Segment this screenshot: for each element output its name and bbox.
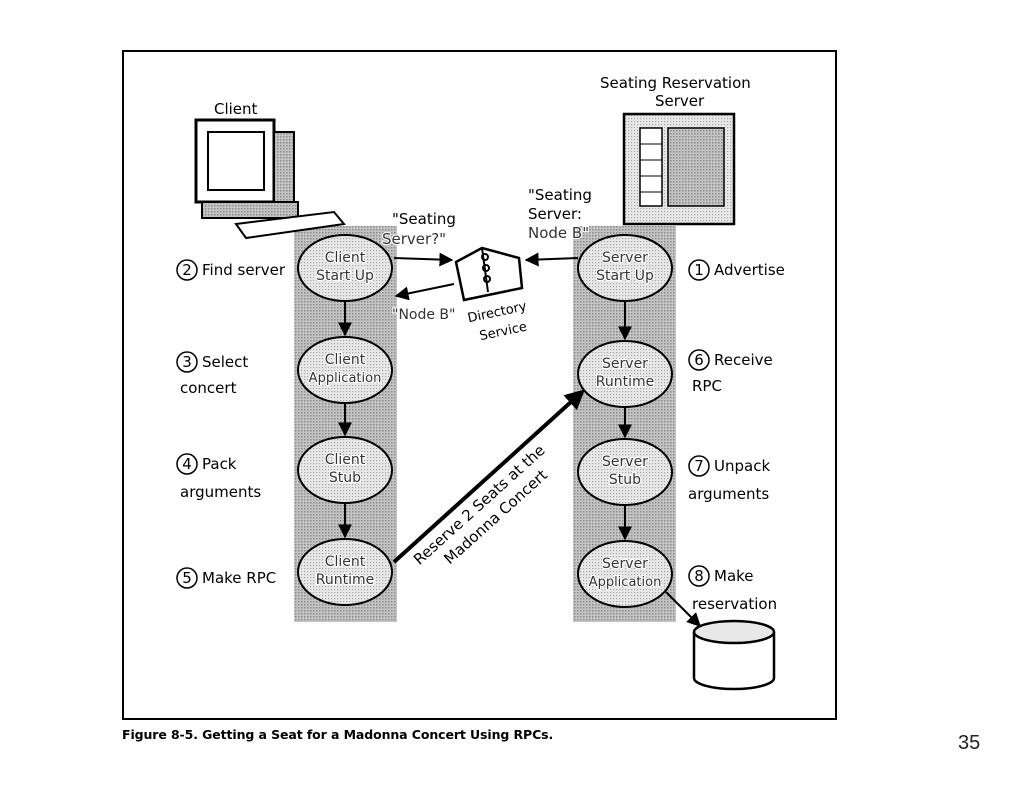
svg-text:Server: Server <box>602 356 648 372</box>
figure-frame: Client Seating Reservation Server Client… <box>122 50 837 720</box>
svg-text:Stub: Stub <box>329 470 361 486</box>
client-step-5: 5 Make RPC <box>176 567 276 589</box>
query-label-line2: Server?" <box>382 230 446 248</box>
directory-book-icon <box>454 246 524 302</box>
server-title-line2: Server <box>655 92 705 110</box>
reply-label: "Node B" <box>392 307 455 323</box>
rpc-diagram: Client Seating Reservation Server Client… <box>176 74 785 691</box>
directory-label-line2: Service <box>478 320 528 345</box>
svg-text:Application: Application <box>309 371 382 386</box>
svg-text:Start Up: Start Up <box>316 268 374 284</box>
client-step-2: 2 Find server <box>176 259 286 281</box>
svg-text:Server: Server <box>602 250 648 266</box>
server-node-stub: Server Stub <box>577 438 673 506</box>
advertise-label-line2: Server: <box>528 205 582 223</box>
page-number: 35 <box>958 732 981 754</box>
svg-text:concert: concert <box>180 379 237 397</box>
client-node-startup: Client Start Up <box>297 234 393 302</box>
server-tower-icon <box>622 112 736 226</box>
server-step-6: 6 Receive RPC <box>688 349 773 395</box>
svg-text:Stub: Stub <box>609 472 641 488</box>
svg-text:Make: Make <box>714 567 754 585</box>
svg-text:Advertise: Advertise <box>714 261 785 279</box>
server-step-1: 1 Advertise <box>688 259 785 281</box>
svg-text:6: 6 <box>694 351 704 369</box>
server-node-runtime: Server Runtime <box>577 340 673 408</box>
svg-text:2: 2 <box>182 261 192 279</box>
client-step-4: 4 Pack arguments <box>176 453 261 501</box>
svg-text:RPC: RPC <box>692 377 722 395</box>
svg-text:1: 1 <box>694 261 704 279</box>
svg-text:reservation: reservation <box>692 595 777 613</box>
server-title-line1: Seating Reservation <box>600 74 751 92</box>
svg-text:Server: Server <box>602 454 648 470</box>
svg-text:Make RPC: Make RPC <box>202 569 276 587</box>
svg-text:7: 7 <box>694 457 704 475</box>
client-title: Client <box>214 100 258 118</box>
server-node-startup: Server Start Up <box>577 234 673 302</box>
query-label-line1: "Seating <box>392 210 456 228</box>
client-node-application: Client Application <box>297 336 393 404</box>
svg-text:Start Up: Start Up <box>596 268 654 284</box>
svg-text:arguments: arguments <box>688 485 769 503</box>
client-node-stub: Client Stub <box>297 436 393 504</box>
svg-text:4: 4 <box>182 455 192 473</box>
advertise-label-line1: "Seating <box>528 186 592 204</box>
client-step-3: 3 Select concert <box>176 351 248 397</box>
server-step-8: 8 Make reservation <box>688 565 777 613</box>
svg-text:Find server: Find server <box>202 261 286 279</box>
svg-text:8: 8 <box>694 567 704 585</box>
rpc-arrow <box>392 389 585 564</box>
reply-arrow <box>394 283 455 301</box>
svg-text:Select: Select <box>202 353 248 371</box>
svg-text:3: 3 <box>182 353 192 371</box>
svg-text:Client: Client <box>325 554 366 570</box>
query-arrow <box>393 252 454 267</box>
svg-text:Pack: Pack <box>202 455 237 473</box>
svg-text:Runtime: Runtime <box>316 572 374 588</box>
client-computer-icon <box>194 118 346 240</box>
rpc-label-line1: Reserve 2 Seats at the <box>410 441 549 568</box>
svg-text:Server: Server <box>602 556 648 572</box>
advertise-label-line3: Node B" <box>528 224 589 242</box>
figure-caption: Figure 8-5. Getting a Seat for a Madonna… <box>122 727 554 742</box>
database-icon <box>692 619 776 691</box>
advertise-arrow <box>524 252 579 267</box>
svg-text:Client: Client <box>325 452 366 468</box>
svg-text:5: 5 <box>182 569 192 587</box>
svg-text:Client: Client <box>325 352 366 368</box>
svg-text:Application: Application <box>589 575 662 590</box>
svg-text:Runtime: Runtime <box>596 374 654 390</box>
reservation-arrow <box>665 591 701 627</box>
svg-text:arguments: arguments <box>180 483 261 501</box>
server-step-7: 7 Unpack arguments <box>688 455 770 503</box>
svg-text:Unpack: Unpack <box>714 457 770 475</box>
svg-text:Receive: Receive <box>714 351 773 369</box>
svg-text:Client: Client <box>325 250 366 266</box>
client-node-runtime: Client Runtime <box>297 538 393 606</box>
server-node-application: Server Application <box>577 540 673 608</box>
